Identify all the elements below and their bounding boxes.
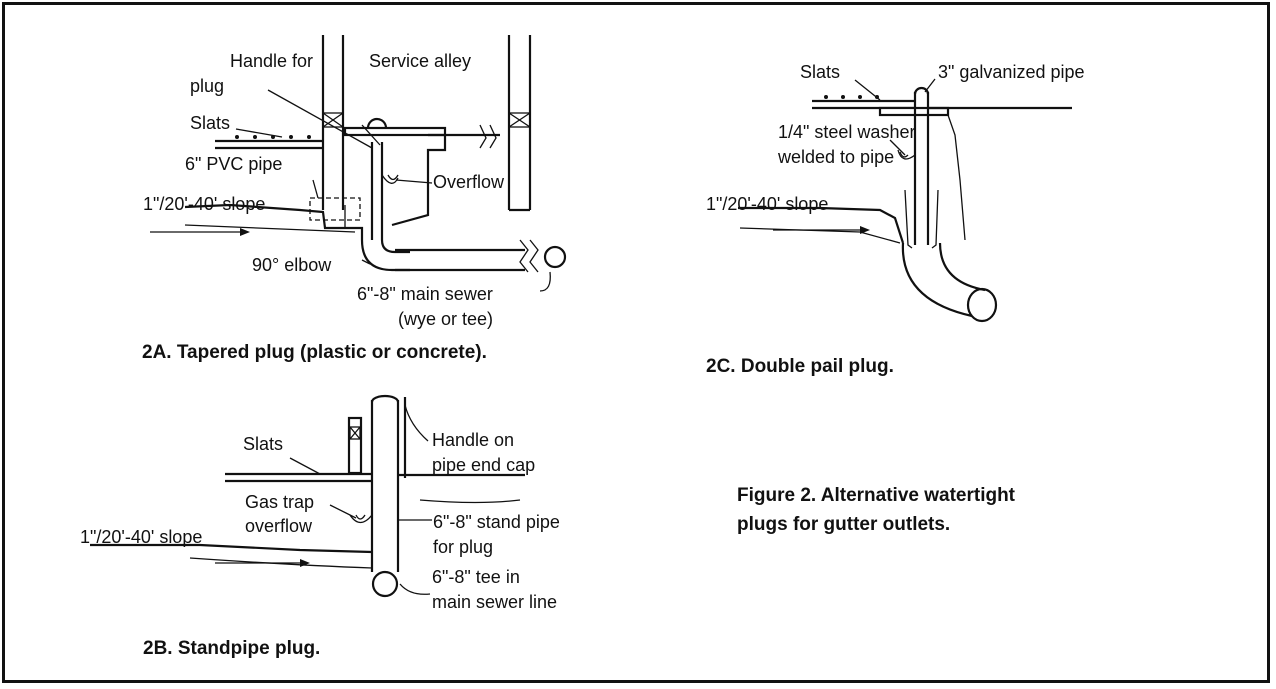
label-handle-on-2: pipe end cap <box>432 455 535 475</box>
label-main-sewer-1: 6"-8" main sewer <box>357 284 493 304</box>
label-elbow: 90° elbow <box>252 255 332 275</box>
label-slope-2c: 1"/20'-40' slope <box>706 194 828 214</box>
label-pvc-pipe: 6" PVC pipe <box>185 154 282 174</box>
label-slats-2c: Slats <box>800 62 840 82</box>
label-stand-pipe-1: 6"-8" stand pipe <box>433 512 560 532</box>
label-handle-on-1: Handle on <box>432 430 514 450</box>
label-stand-pipe-2: for plug <box>433 537 493 557</box>
panel-2a: Handle for plug Service alley Slats 6" P… <box>142 35 567 363</box>
caption-2a: 2A. Tapered plug (plastic or concrete). <box>142 342 487 363</box>
label-handle-for-plug-1: Handle for <box>230 51 313 71</box>
label-gas-trap-2: overflow <box>245 516 313 536</box>
label-gas-trap-1: Gas trap <box>245 492 314 512</box>
panel-2a-drawing <box>150 35 567 292</box>
label-main-sewer-2: (wye or tee) <box>398 309 493 329</box>
label-slats-2a: Slats <box>190 113 230 133</box>
caption-2c: 2C. Double pail plug. <box>706 356 894 377</box>
label-handle-for-plug-2: plug <box>190 76 224 96</box>
figure-caption-line-1: Figure 2. Alternative watertight <box>737 485 1016 506</box>
figure-caption-line-2: plugs for gutter outlets. <box>737 514 950 535</box>
caption-2b: 2B. Standpipe plug. <box>143 638 320 659</box>
label-overflow: Overflow <box>433 172 505 192</box>
label-tee-1: 6"-8" tee in <box>432 567 520 587</box>
label-washer-2: welded to pipe <box>777 147 894 167</box>
figure-caption: Figure 2. Alternative watertight plugs f… <box>737 485 1016 535</box>
label-slope-2b: 1"/20'-40' slope <box>80 527 202 547</box>
label-galvanized-pipe: 3" galvanized pipe <box>938 62 1085 82</box>
panel-2b-drawing <box>90 394 525 598</box>
panel-2c: Slats 3" galvanized pipe 1/4" steel wash… <box>706 62 1085 377</box>
label-slats-2b: Slats <box>243 434 283 454</box>
panel-2b: Slats Handle on pipe end cap Gas trap ov… <box>80 394 560 659</box>
label-tee-2: main sewer line <box>432 592 557 612</box>
panel-2c-drawing <box>738 78 1072 323</box>
label-slope-2a: 1"/20'-40' slope <box>143 194 265 214</box>
label-service-alley: Service alley <box>369 51 471 71</box>
label-washer-1: 1/4" steel washer <box>778 122 915 142</box>
